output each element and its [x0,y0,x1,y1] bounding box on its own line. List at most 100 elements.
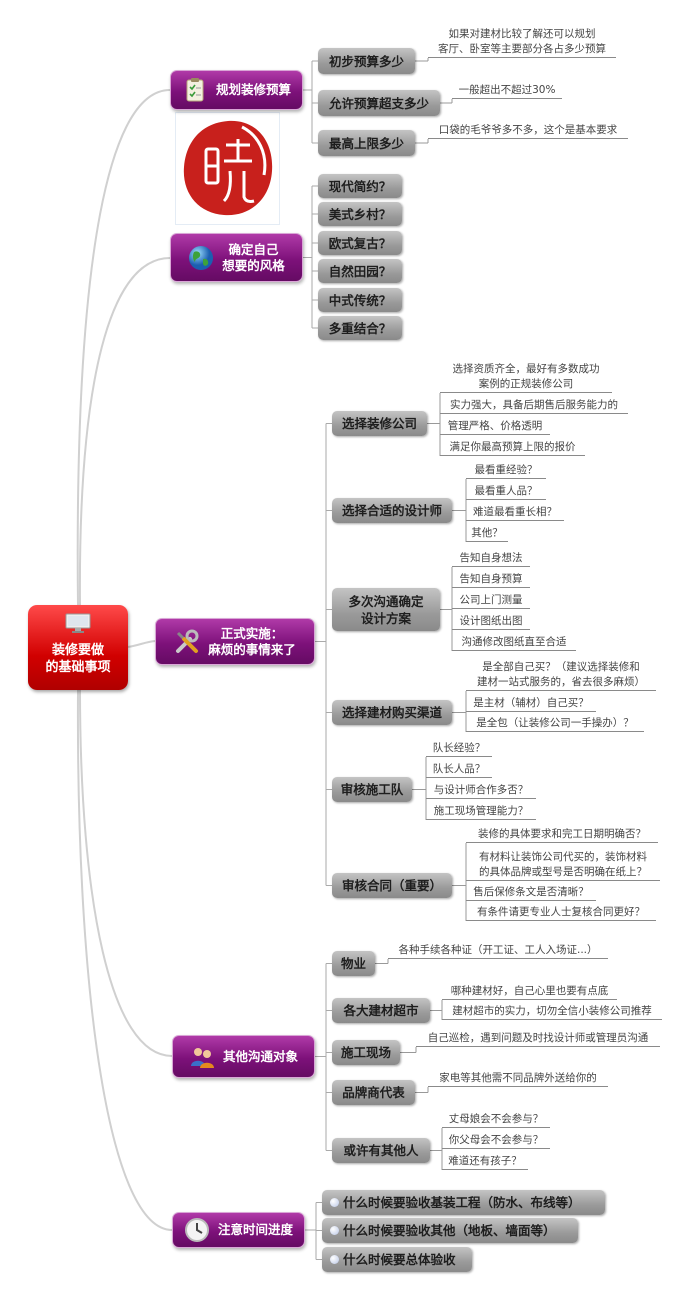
topic-node[interactable]: 现代简约？ [318,174,402,198]
note-item: 是全部自己买？（建议选择装修和 建材一站式服务的，省去很多麻烦） [466,660,656,691]
note-item: 是全包（让装修公司一手操办）？ [466,716,644,732]
topic-node[interactable]: 品牌商代表 [332,1080,415,1105]
topic-label: 允许预算超支多少 [328,95,429,111]
branch-node-2[interactable]: 确定自己 想要的风格 [170,233,303,282]
topic-node[interactable]: 多次沟通确定 设计方案 [332,588,440,631]
bullet-icon [330,1226,339,1235]
note-item: 建材超市的实力，切勿全信小装修公司推荐 [442,1004,662,1020]
note-item: 装修的具体要求和完工日期明确否？ [466,827,658,843]
note-item: 你父母会不会参与？ [442,1133,550,1149]
topic-label: 最高上限多少 [328,135,404,151]
clipboard-icon [182,77,208,103]
note-item: 最看重经验？ [466,463,546,479]
topic-label: 或许有其他人 [343,1143,419,1158]
note-item: 如果对建材比较了解还可以规划 客厅、卧室等主要部分各占多少预算 [428,27,616,58]
note-item: 有条件请更专业人士复核合同更好？ [466,905,656,921]
topic-node[interactable]: 允许预算超支多少 [318,90,440,116]
topic-label: 选择合适的设计师 [341,503,442,518]
note-item: 施工现场管理能力？ [426,804,536,820]
note-item: 难道还有孩子？ [442,1154,528,1170]
note-item: 队长人品？ [426,762,492,778]
note-item: 售后保修条文是否清晰？ [466,885,596,901]
topic-node[interactable]: 物业 [332,951,375,976]
topic-label: 多次沟通确定 设计方案 [348,593,424,626]
topic-node[interactable]: 什么时候要总体验收 [322,1247,472,1272]
topic-label: 施工现场 [340,1045,391,1060]
note-item: 各种手续各种证（开工证、工人入场证...） [388,943,608,959]
topic-label: 品牌商代表 [342,1085,405,1100]
monitor-icon [65,613,91,633]
note-item: 一般超出不超过30% [452,83,562,99]
note-item: 丈母娘会不会参与？ [442,1112,550,1128]
note-item: 有材料让装饰公司代买的，装饰材料 的具体品牌或型号是否明确在纸上？ [466,850,660,881]
topic-node[interactable]: 中式传统？ [318,288,402,312]
topic-node[interactable]: 审核合同（重要） [332,873,452,898]
topic-label: 中式传统？ [328,292,392,308]
note-item: 选择资质齐全，最好有多数成功 案例的正规装修公司 [440,362,612,393]
topic-node[interactable]: 最高上限多少 [318,130,415,156]
root-node[interactable]: 装修要做 的基础事项 [28,605,128,690]
note-item: 沟通修改图纸直至合适 [452,635,576,651]
topic-node[interactable]: 各大建材超市 [332,998,430,1023]
topic-node[interactable]: 欧式复古？ [318,231,402,255]
note-item: 设计图纸出图 [452,614,530,630]
topic-label: 什么时候要总体验收 [343,1252,456,1267]
topic-label: 欧式复古？ [328,235,392,251]
branch-label: 确定自己 想要的风格 [222,241,285,273]
tools-icon [174,629,200,655]
note-item: 管理严格、价格透明 [440,419,550,435]
clock-icon [184,1217,210,1243]
root-title-line1: 装修要做 [51,643,104,658]
note-item: 自己巡检，遇到问题及时找设计师或管理员沟通 [416,1031,660,1047]
topic-node[interactable]: 选择装修公司 [332,411,427,436]
root-title-line2: 的基础事项 [45,660,111,675]
branch-node-3[interactable]: 正式实施： 麻烦的事情来了 [155,618,315,665]
branch-label: 正式实施： 麻烦的事情来了 [208,625,296,657]
branch-node-4[interactable]: 其他沟通对象 [172,1035,315,1078]
note-item: 公司上门测量 [452,593,530,609]
topic-label: 什么时候要验收其他（地板、墙面等） [343,1223,556,1238]
topic-node[interactable]: 美式乡村？ [318,202,402,226]
topic-label: 选择装修公司 [341,416,417,431]
topic-node[interactable]: 初步预算多少 [318,48,415,74]
note-item: 口袋的毛爷爷多不多，这个是基本要求 [428,123,628,139]
topic-node[interactable]: 施工现场 [332,1040,400,1065]
note-item: 哪种建材好，自己心里也要有点底 [442,984,617,1000]
bullet-icon [330,1255,339,1264]
branch-label: 注意时间进度 [217,1222,293,1237]
seal-logo [175,112,280,225]
note-item: 告知自身想法 [452,551,530,567]
people-icon [189,1044,215,1070]
topic-node[interactable]: 或许有其他人 [332,1138,430,1163]
note-item: 与设计师合作多否？ [426,783,536,799]
note-item: 难道最看重长相？ [466,505,564,521]
note-item: 家电等其他需不同品牌外送给你的 [428,1071,608,1087]
topic-label: 现代简约？ [328,178,392,194]
topic-label: 什么时候要验收基装工程（防水、布线等） [343,1195,581,1210]
topic-label: 选择建材购买渠道 [341,705,442,720]
note-item: 队长经验？ [426,741,492,757]
topic-label: 自然田园？ [328,263,392,279]
topic-label: 审核施工队 [340,782,404,797]
branch-node-5[interactable]: 注意时间进度 [172,1212,305,1248]
topic-node[interactable]: 自然田园？ [318,259,402,283]
topic-node[interactable]: 什么时候要验收其他（地板、墙面等） [322,1218,578,1243]
topic-label: 初步预算多少 [328,53,404,69]
branch-node-1[interactable]: 规划装修预算 [170,70,303,110]
note-item: 告知自身预算 [452,572,530,588]
topic-node[interactable]: 选择建材购买渠道 [332,700,452,725]
note-item: 实力强大，具备后期售后服务能力的 [440,398,628,414]
globe-icon [188,245,214,271]
topic-node[interactable]: 审核施工队 [332,777,412,802]
topic-label: 各大建材超市 [343,1003,419,1018]
topic-node[interactable]: 多重结合？ [318,316,402,340]
branch-label: 其他沟通对象 [222,1048,298,1064]
topic-node[interactable]: 选择合适的设计师 [332,498,452,523]
topic-node[interactable]: 什么时候要验收基装工程（防水、布线等） [322,1190,605,1215]
note-item: 满足你最高预算上限的报价 [440,440,585,456]
note-item: 是主材（辅材）自己买？ [466,696,596,712]
topic-label: 美式乡村？ [328,206,392,222]
branch-label: 规划装修预算 [215,82,291,97]
topic-label: 审核合同（重要） [341,878,442,893]
